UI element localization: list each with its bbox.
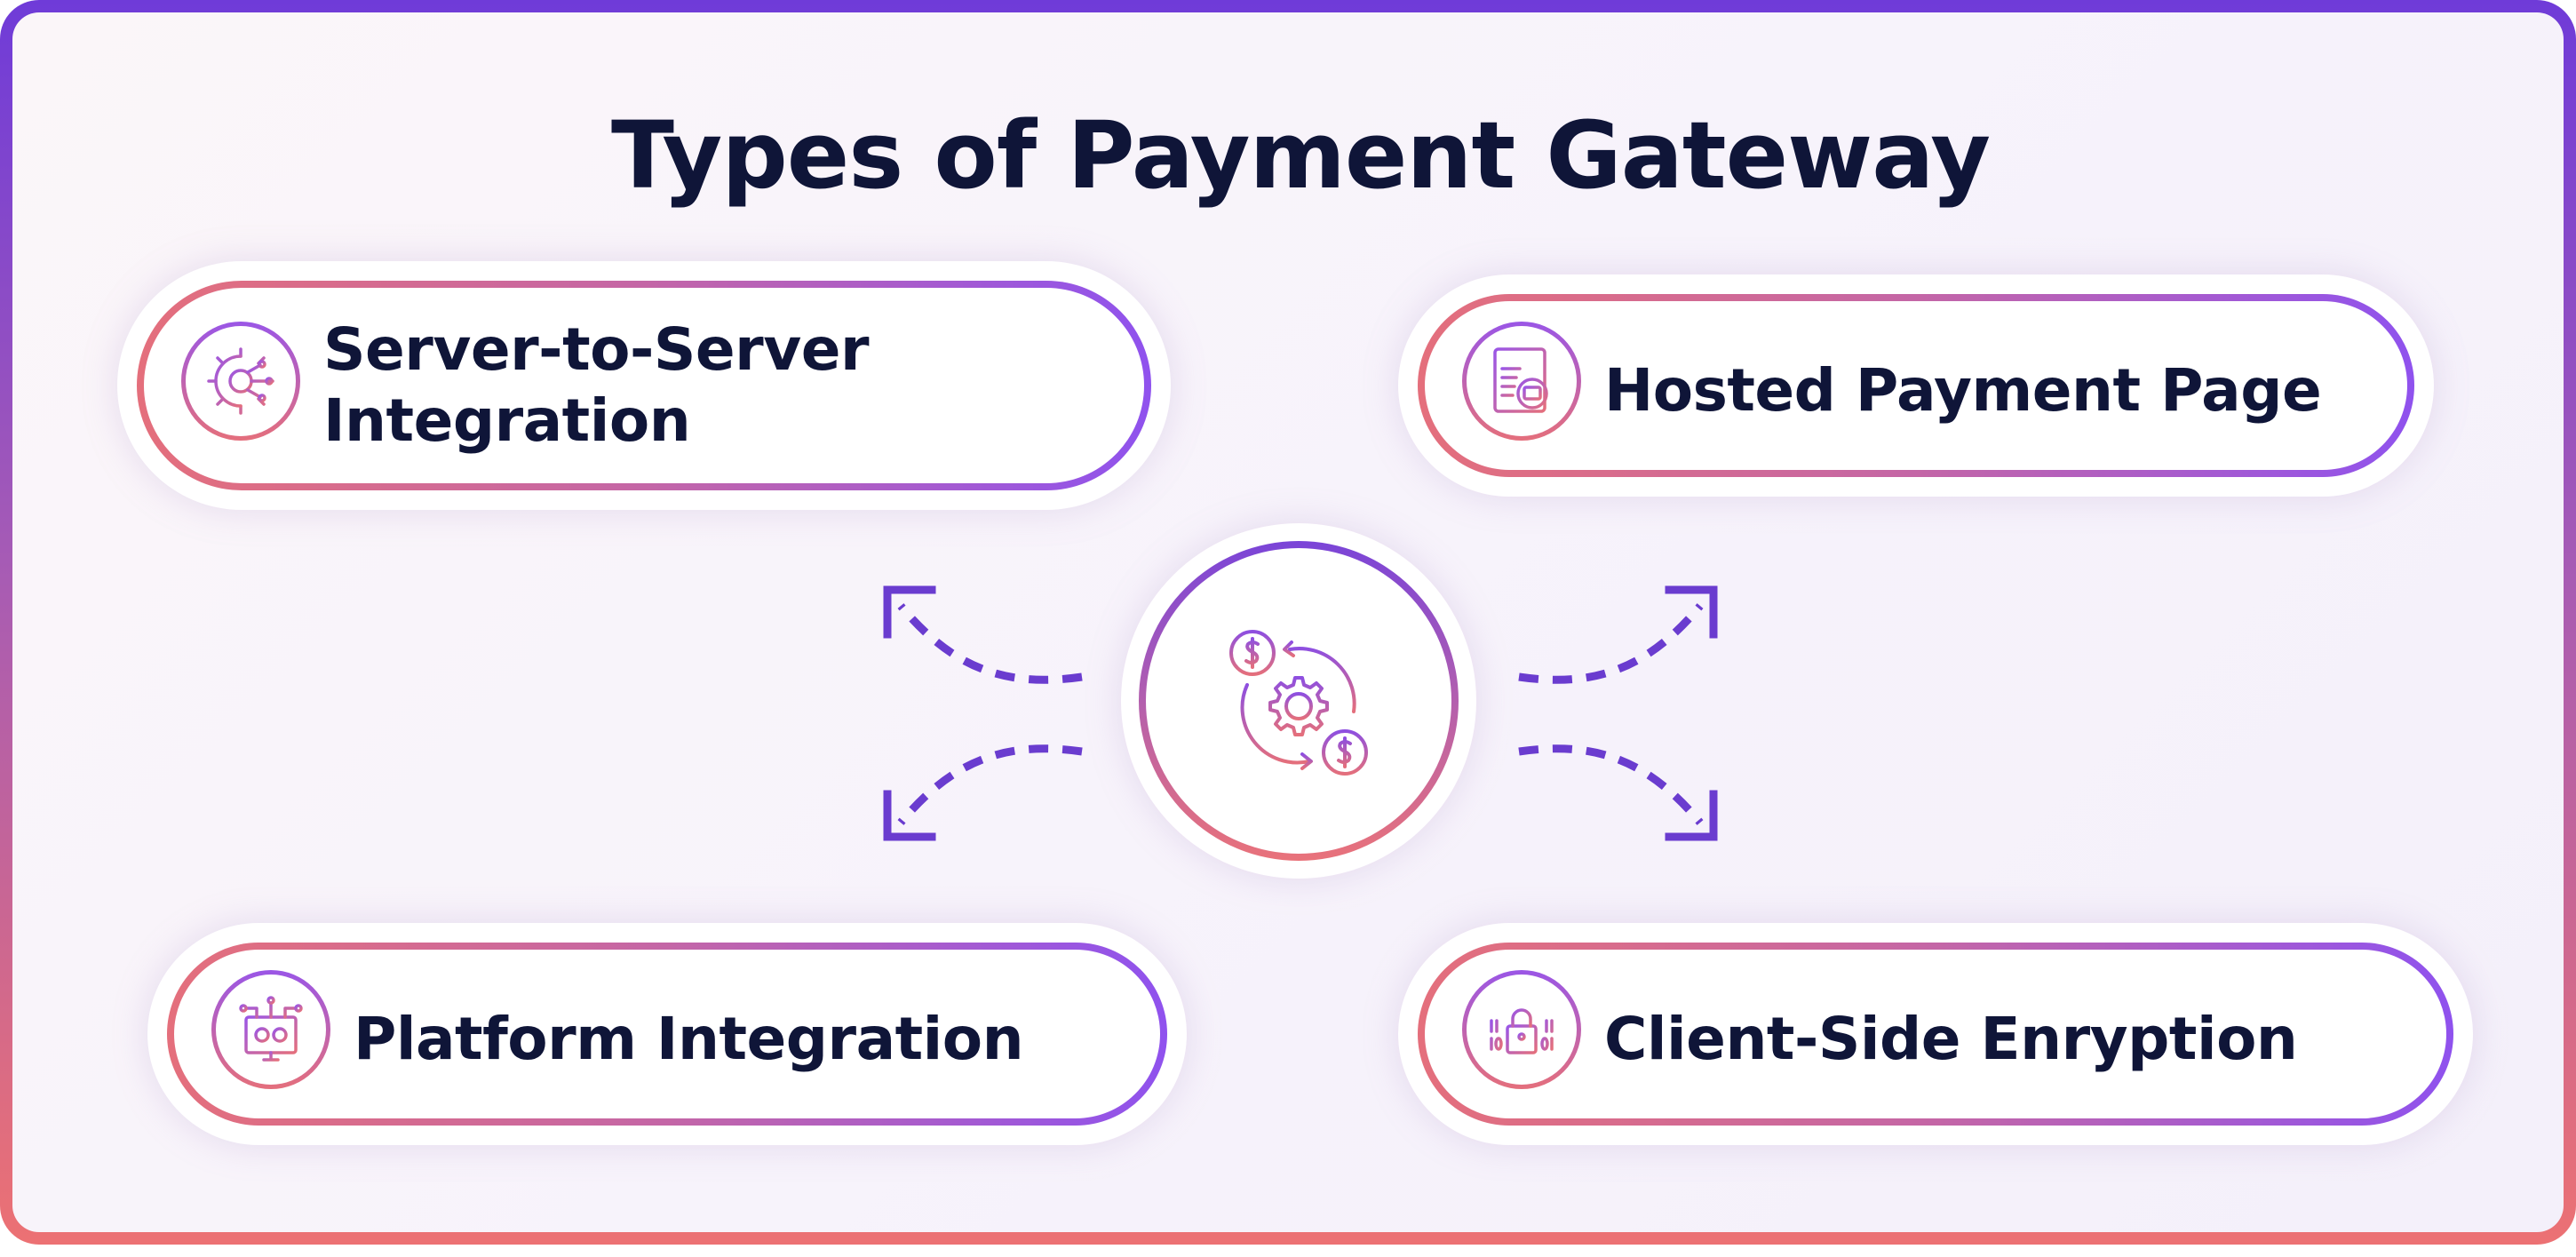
arrow-to-top-right xyxy=(1518,603,1704,684)
connector-arrows xyxy=(883,585,1718,841)
card-label-line2: Integration xyxy=(323,386,691,455)
card-platform-integration: Platform Integration xyxy=(147,923,1187,1145)
center-ring xyxy=(1139,541,1459,861)
gear-circuit-icon xyxy=(181,322,300,441)
arrowhead-bottom-left xyxy=(883,790,936,841)
card-border: Client-Side Enryption xyxy=(1418,943,2453,1126)
card-label: Hosted Payment Page xyxy=(1604,356,2322,425)
web-page-card-icon xyxy=(1462,322,1581,441)
card-label: Platform Integration xyxy=(354,1005,1024,1073)
card-label: Client-Side Enryption xyxy=(1604,1005,2298,1073)
card-label: Server-to-Server Integration xyxy=(323,314,870,457)
payment-gear-exchange-icon xyxy=(1229,630,1368,776)
arrow-to-top-left xyxy=(897,603,1083,684)
card-border: Platform Integration xyxy=(167,943,1167,1126)
card-label-line1: Server-to-Server xyxy=(323,315,870,384)
padlock-binary-icon xyxy=(1462,970,1581,1089)
card-hosted-payment-page: Hosted Payment Page xyxy=(1398,274,2434,497)
card-client-side-encryption: Client-Side Enryption xyxy=(1398,923,2473,1145)
card-server-to-server: Server-to-Server Integration xyxy=(117,261,1171,510)
card-border: Server-to-Server Integration xyxy=(137,281,1151,490)
page-title: Types of Payment Gateway xyxy=(610,101,1991,210)
arrowhead-top-right xyxy=(1665,585,1718,639)
center-hub xyxy=(1121,523,1476,879)
arrowhead-top-left xyxy=(883,585,936,639)
monitor-gears-icon xyxy=(211,970,330,1089)
arrowhead-bottom-right xyxy=(1665,790,1718,841)
card-border: Hosted Payment Page xyxy=(1418,294,2414,477)
arrow-to-bottom-left xyxy=(897,744,1083,825)
arrow-to-bottom-right xyxy=(1518,744,1704,825)
